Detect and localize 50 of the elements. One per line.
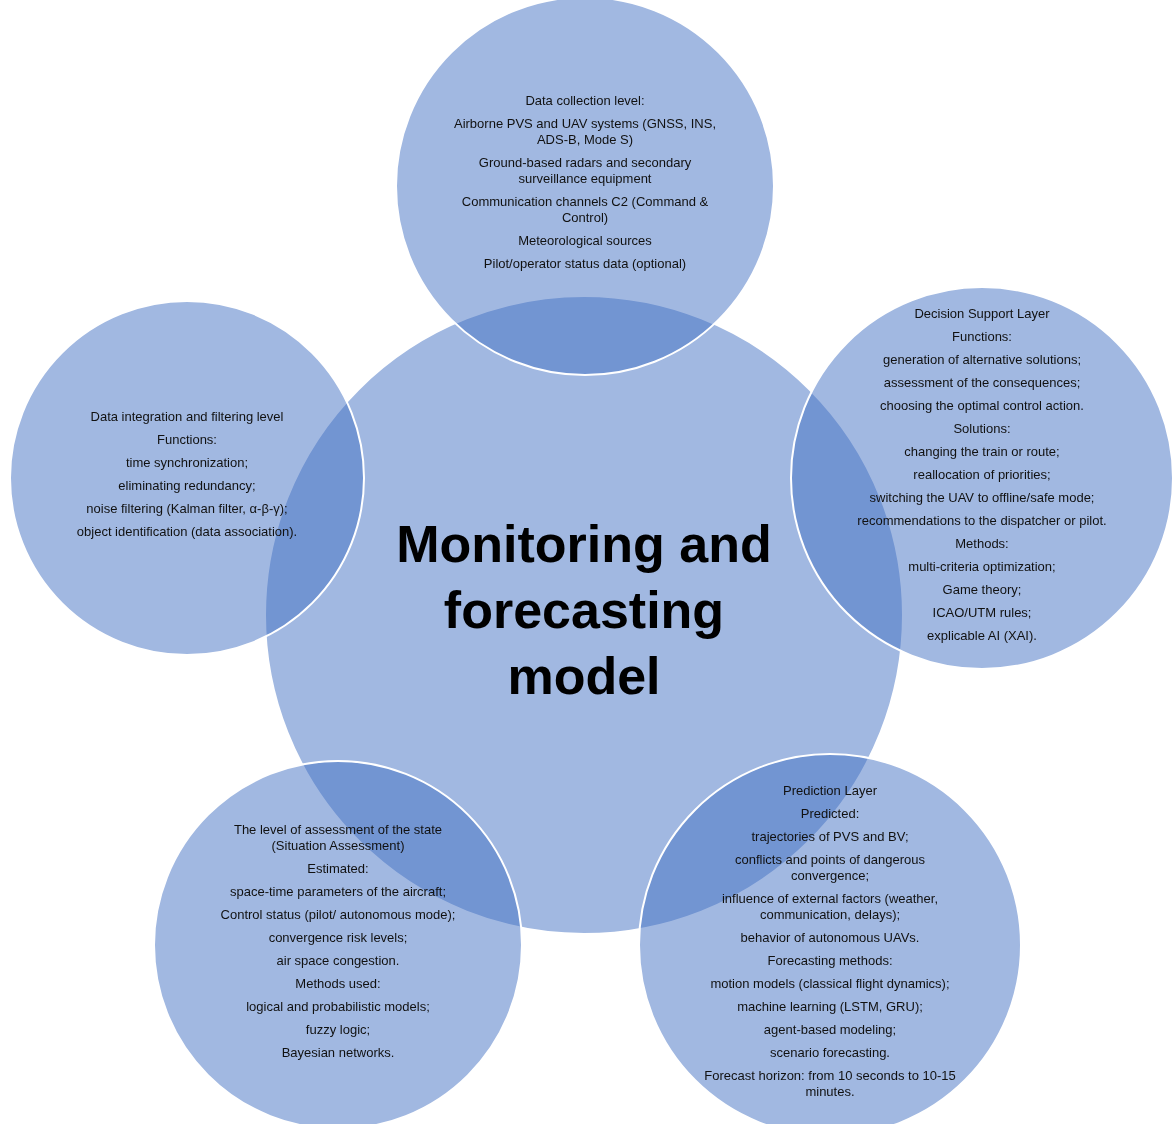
layer-text: conflicts and points of dangerous convergence; — [733, 852, 927, 884]
layer-text: choosing the optimal control action. — [879, 397, 1085, 414]
layer-text: noise filtering (Kalman filter, α-β-γ); — [85, 501, 289, 517]
layer-text: Pilot/operator status data (optional) — [482, 256, 688, 272]
layer-text: Forecast horizon: from 10 seconds to 10-15 minutes. — [703, 1068, 957, 1100]
layer-text: time synchronization; — [124, 455, 250, 471]
layer-text: space-time parameters of the aircraft; — [229, 884, 447, 900]
layer-text: Methods: — [954, 535, 1010, 552]
layer-text: switching the UAV to offline/safe mode; — [868, 489, 1096, 506]
layer-text: Game theory; — [941, 581, 1023, 598]
layer-text: Airborne PVS and UAV systems (GNSS, INS, ADS-B, Mode S) — [453, 116, 717, 148]
layer-heading: Data collection level: — [524, 93, 646, 109]
layer-text: Methods used: — [294, 976, 382, 992]
layer-text: object identification (data association). — [75, 524, 299, 540]
layer-text: scenario forecasting. — [769, 1045, 891, 1061]
layer-text: agent-based modeling; — [762, 1022, 898, 1038]
layer-text: machine learning (LSTM, GRU); — [736, 999, 924, 1015]
layer-text: assessment of the consequences; — [882, 374, 1082, 391]
center-title: Monitoring and forecasting model — [395, 514, 773, 707]
layer-text: convergence risk levels; — [267, 930, 409, 946]
layer-text: Control status (pilot/ autonomous mode); — [219, 907, 457, 923]
layer-text: influence of external factors (weather, communication, delays); — [720, 891, 940, 923]
layer-text: trajectories of PVS and BV; — [750, 829, 910, 845]
layer-text: Functions: — [156, 432, 218, 448]
layer-heading: Prediction Layer — [782, 783, 878, 799]
layer-text: multi-criteria optimization; — [907, 558, 1057, 575]
layer-text: Communication channels C2 (Command & Control) — [460, 194, 710, 226]
layer-text: changing the train or route; — [903, 443, 1061, 460]
layer-text: eliminating redundancy; — [117, 478, 257, 494]
layer-text: Forecasting methods: — [766, 953, 894, 969]
layer-text: Predicted: — [799, 806, 861, 822]
layer-text: logical and probabilistic models; — [245, 999, 431, 1015]
layer-text: Solutions: — [952, 420, 1012, 437]
layer-text: behavior of autonomous UAVs. — [739, 930, 921, 946]
layer-heading: The level of assessment of the state (Situation Assessment) — [232, 822, 444, 854]
layer-text: air space congestion. — [275, 953, 401, 969]
layer-text: Estimated: — [306, 861, 370, 877]
layer-text: ICAO/UTM rules; — [931, 604, 1033, 621]
layer-text: motion models (classical flight dynamics); — [709, 976, 951, 992]
layer-heading: Data integration and filtering level — [89, 409, 285, 425]
layer-text: recommendations to the dispatcher or pilot. — [856, 512, 1108, 529]
layer-text: Bayesian networks. — [280, 1045, 396, 1061]
layer-heading: Decision Support Layer — [913, 305, 1051, 322]
layer-text: fuzzy logic; — [304, 1022, 372, 1038]
layer-text: Functions: — [951, 328, 1013, 345]
layer-text: Meteorological sources — [517, 233, 653, 249]
layer-text: explicable AI (XAI). — [926, 627, 1038, 644]
layer-text: generation of alternative solutions; — [882, 351, 1082, 368]
layer-text: Ground-based radars and secondary surveillance equipment — [477, 155, 693, 187]
layer-text: reallocation of priorities; — [912, 466, 1052, 483]
